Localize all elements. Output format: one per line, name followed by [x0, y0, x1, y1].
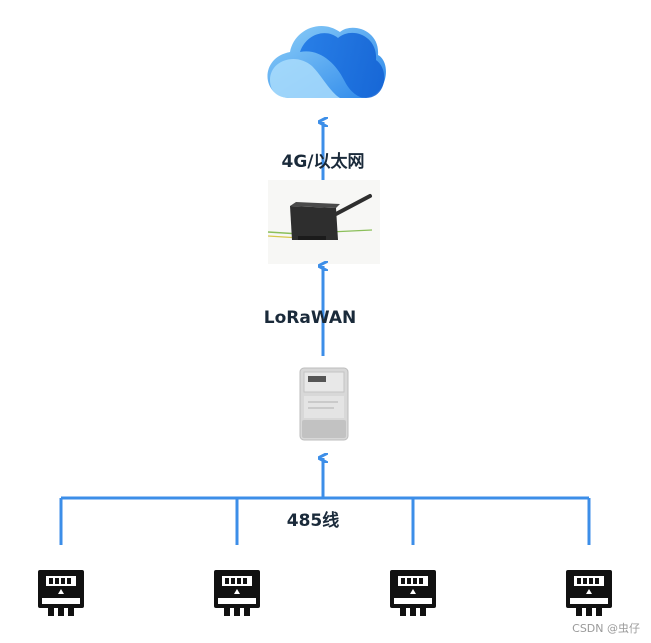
electric-meter-icon	[566, 570, 612, 616]
cloud-icon	[267, 25, 386, 98]
electric-meter-icon	[214, 570, 260, 616]
lorawan-gateway-icon	[267, 180, 380, 264]
bus-label: 485线	[287, 510, 340, 531]
electric-meter-icon	[390, 570, 436, 616]
electric-meter-icon	[38, 570, 84, 616]
lorawan-label: LoRaWAN	[264, 308, 356, 328]
watermark-text: CSDN @虫仔	[572, 622, 640, 635]
uplink-label: 4G/以太网	[282, 151, 365, 172]
collector-meter-icon	[299, 367, 349, 441]
